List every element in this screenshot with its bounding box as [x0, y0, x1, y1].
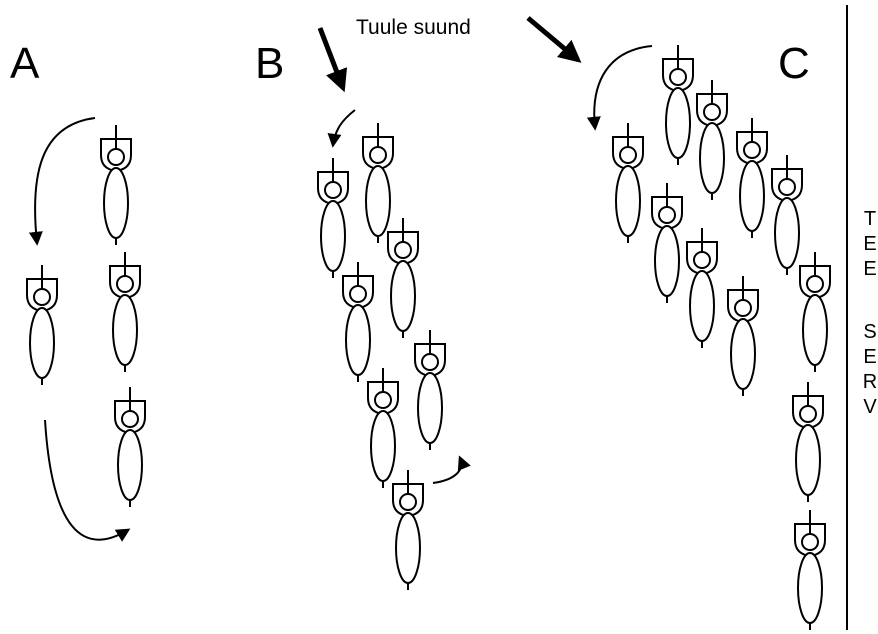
road-edge-letter: E: [863, 258, 876, 280]
road-edge-letter: T: [864, 208, 876, 230]
panel-label-c: C: [778, 39, 810, 88]
cyclist-icon: [799, 252, 831, 372]
cyclist-icon: [612, 123, 644, 243]
rotation-arrow-b-top: [327, 109, 356, 148]
cyclist-icon: [387, 218, 419, 338]
road-edge-letter: V: [863, 396, 877, 418]
road-edge-letter: E: [863, 233, 876, 255]
cyclist-icon: [100, 125, 132, 245]
cyclist-icon: [367, 368, 399, 488]
rotation-arrow-b-bottom: [432, 455, 471, 484]
cyclist-icon: [414, 330, 446, 450]
cyclist-icon: [771, 155, 803, 275]
road-edge-letter: E: [863, 346, 876, 368]
cyclist-icon: [662, 45, 694, 165]
cyclist-icon: [362, 123, 394, 243]
road-edge-letter: S: [863, 321, 876, 343]
road-edge-label: T E E S E R V: [863, 208, 878, 418]
panel-label-b: B: [255, 39, 284, 88]
rotation-arrow-a-top: [28, 117, 96, 246]
cyclist-icon: [792, 382, 824, 502]
wind-arrow-left: [317, 27, 348, 93]
cyclist-icon: [114, 387, 146, 507]
road-edge-letter: R: [863, 371, 877, 393]
cyclist-icon: [727, 276, 759, 396]
cyclist-icon: [317, 158, 349, 278]
cyclist-icon: [686, 228, 718, 348]
cyclist-icon: [651, 183, 683, 303]
cyclist-icon: [342, 262, 374, 382]
riders-layer: [26, 45, 831, 630]
wind-direction-label: Tuule suund: [356, 16, 471, 39]
cyclist-icon: [392, 470, 424, 590]
cyclist-icon: [794, 510, 826, 630]
cyclist-icon: [109, 252, 141, 372]
rotation-arrow-c: [586, 45, 653, 131]
cyclist-icon: [696, 80, 728, 200]
rotation-arrow-a-bottom: [44, 419, 131, 542]
cyclist-icon: [736, 118, 768, 238]
cyclist-icon: [26, 265, 58, 385]
panel-label-a: A: [10, 39, 40, 88]
wind-arrow-right: [526, 16, 582, 63]
